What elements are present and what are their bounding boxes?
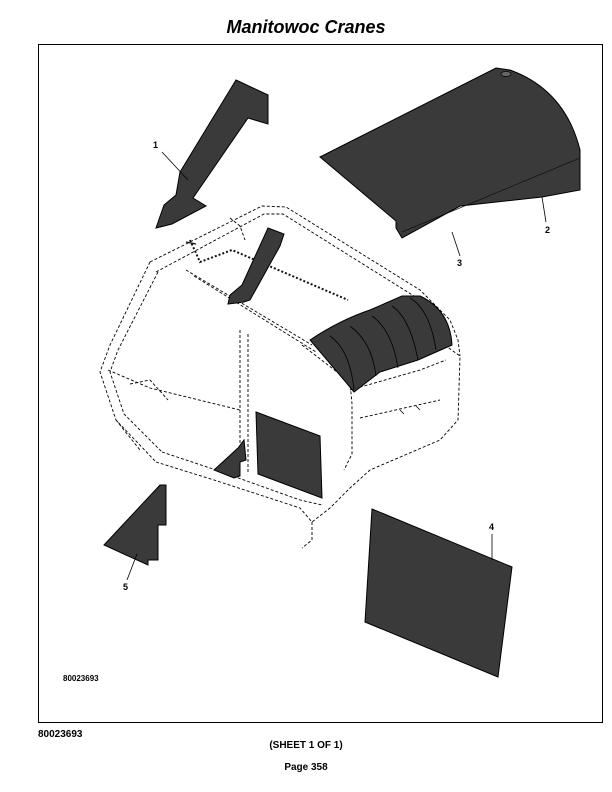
- callout-4[interactable]: 4: [489, 522, 494, 532]
- roof-hole-icon: [500, 71, 512, 77]
- part-4-lower-side-panel[interactable]: [364, 508, 513, 678]
- callout-leaders: [126, 151, 547, 581]
- callout-3[interactable]: 3: [457, 258, 462, 268]
- parts-diagram: 1 2 3 4 5: [99, 67, 581, 678]
- drawing-number: 80023693: [63, 674, 99, 683]
- installed-roof-panel: [309, 295, 453, 393]
- document-number: 80023693: [38, 729, 83, 740]
- page-title: Manitowoc Cranes: [226, 17, 386, 37]
- part-1-upper-side-panel[interactable]: [155, 79, 269, 229]
- installed-lower-panel: [255, 411, 323, 499]
- installed-small-panel: [213, 438, 247, 479]
- callout-2[interactable]: 2: [545, 225, 550, 235]
- diagram-frame: [38, 44, 603, 723]
- part-5-small-panel[interactable]: [103, 484, 167, 566]
- rail-end: [185, 241, 197, 245]
- upper-rail: [189, 239, 349, 301]
- callout-1[interactable]: 1: [153, 140, 158, 150]
- roof-ribs: [329, 297, 437, 391]
- installed-upper-panel: [227, 227, 285, 305]
- part-3-roof-panel[interactable]: [319, 67, 581, 239]
- roof-edge-line: [401, 157, 581, 233]
- sheet-indicator: (SHEET 1 OF 1): [269, 740, 343, 751]
- callout-5[interactable]: 5: [123, 582, 128, 592]
- page-number: Page 358: [284, 762, 328, 773]
